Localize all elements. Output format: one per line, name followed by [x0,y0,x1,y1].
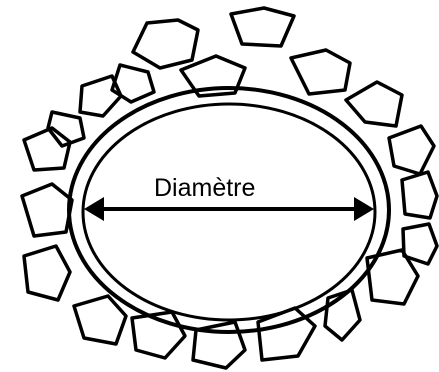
opening-inner-border [83,104,375,320]
arrowhead-right [354,197,374,221]
stone [24,128,70,170]
stone [231,8,294,46]
stone [24,246,70,300]
stone [133,20,198,68]
stone [402,172,437,218]
stone [80,76,121,116]
stone [389,126,434,174]
arrowhead-left [84,197,104,221]
stone [74,296,126,344]
stone [291,50,350,94]
stone [346,82,402,126]
stone [22,184,72,236]
diameter-label: Diamètre [154,174,255,202]
